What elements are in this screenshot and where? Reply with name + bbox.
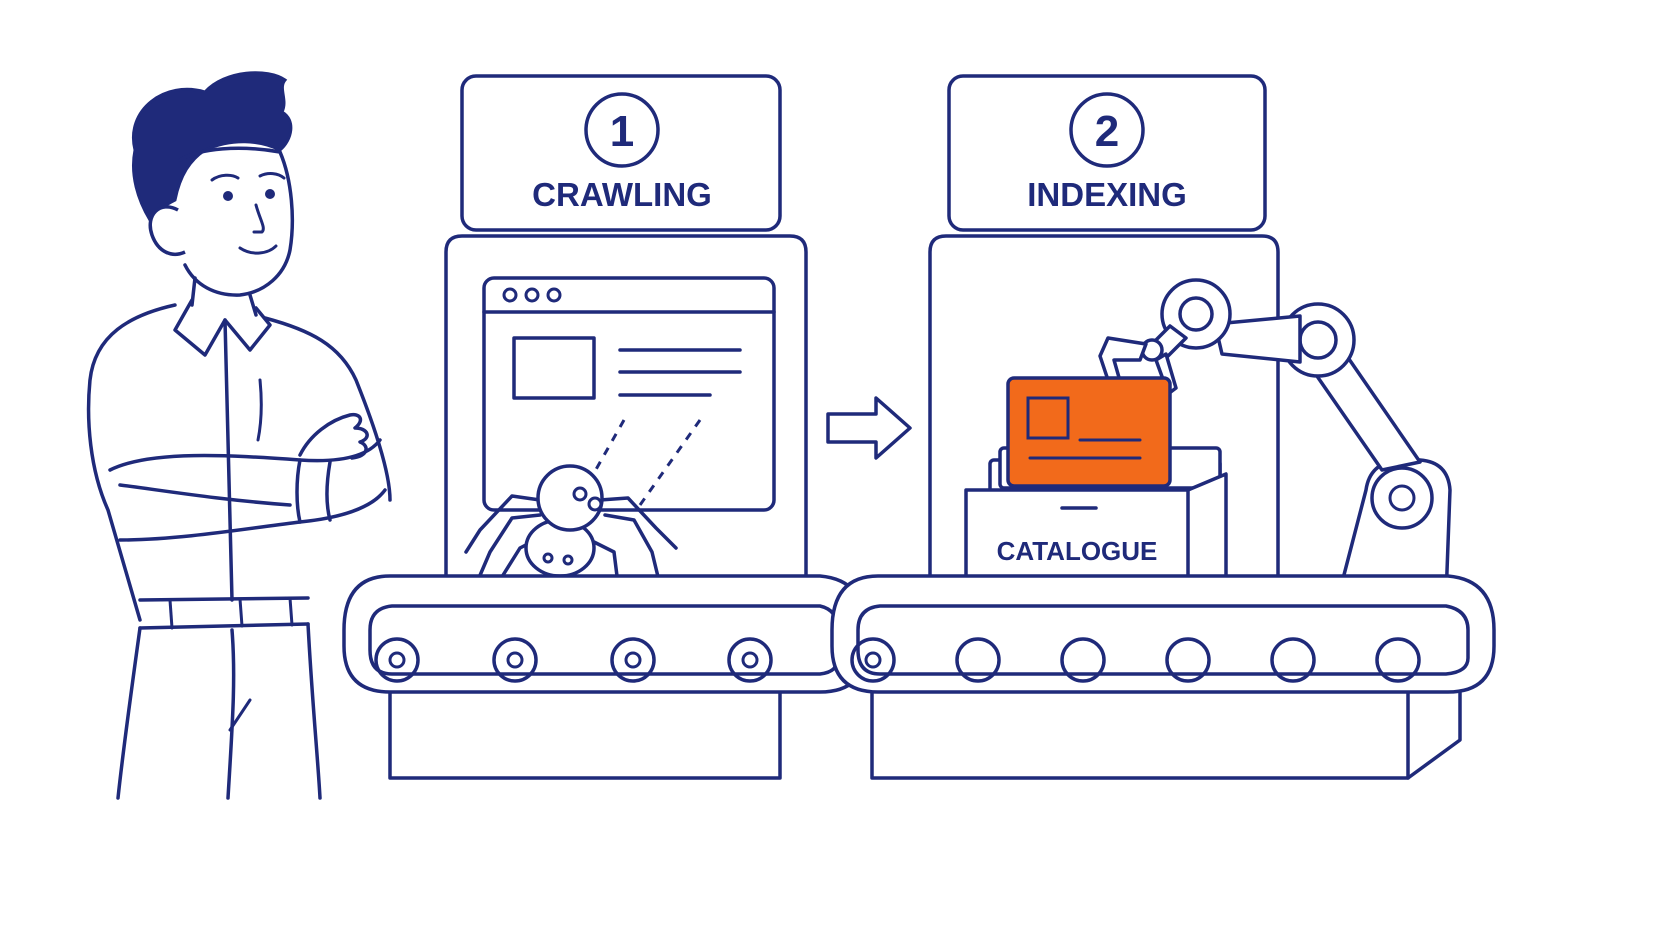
conveyor-roller	[1270, 637, 1316, 683]
conveyor-roller	[1060, 637, 1106, 683]
conveyor-roller	[492, 637, 538, 683]
step-2-badge	[1069, 92, 1145, 168]
conveyor-roller	[850, 637, 896, 683]
flow-arrow-icon	[826, 396, 912, 460]
crawling-label: CRAWLING	[532, 176, 712, 213]
step-2-number: 2	[1095, 107, 1119, 156]
catalogue-box: CATALOGUE	[964, 376, 1228, 606]
step-1-badge	[584, 92, 660, 168]
catalogue-label: CATALOGUE	[997, 536, 1158, 566]
crawling-conveyor-base	[388, 688, 782, 780]
crawling-title-box	[460, 74, 782, 232]
conveyor-roller	[955, 637, 1001, 683]
spider-crawler-icon	[464, 464, 678, 612]
conveyor-roller	[1165, 637, 1211, 683]
conveyor-roller	[374, 637, 420, 683]
person-figure	[86, 71, 392, 800]
crawling-stage: 1 CRAWLING	[342, 74, 868, 780]
document-card-icon	[1006, 376, 1172, 488]
step-1-number: 1	[610, 107, 634, 156]
robot-arm-icon	[1098, 278, 1452, 600]
conveyor-roller	[727, 637, 773, 683]
indexing-label: INDEXING	[1027, 176, 1187, 213]
conveyor-roller	[1375, 637, 1421, 683]
conveyor-roller	[610, 637, 656, 683]
indexing-title-box	[947, 74, 1267, 232]
indexing-stage: 2 INDEXING	[830, 74, 1496, 780]
